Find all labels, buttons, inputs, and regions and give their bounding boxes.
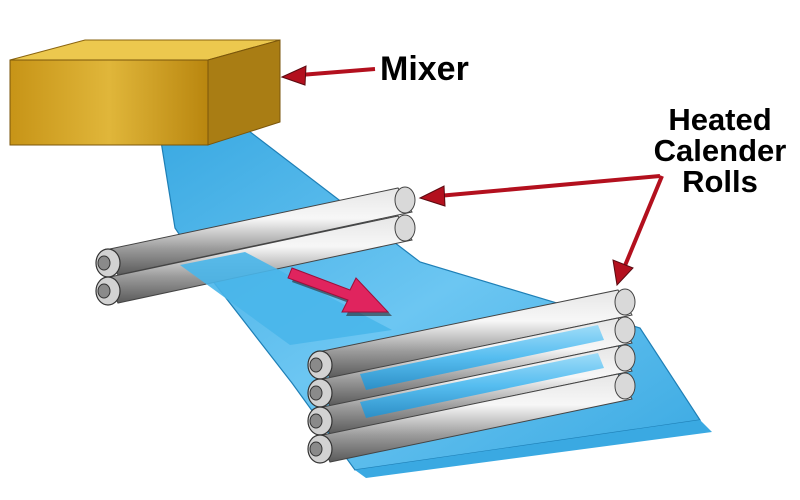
rolls-pointer-arrows xyxy=(418,174,664,287)
roll-top-2-end xyxy=(95,276,121,306)
roll-top-1-end xyxy=(95,248,121,278)
roll-bottom-3 xyxy=(317,344,636,435)
rolls-label-line-3: Rolls xyxy=(682,164,758,199)
rolls-label-line-2: Calender xyxy=(653,133,787,168)
mixer-label: Mixer xyxy=(380,50,469,88)
roll-bottom-1-end xyxy=(307,350,333,380)
upper-roll-pair xyxy=(95,186,416,345)
lower-roll-stack xyxy=(307,288,636,464)
calender-rolls-label: Heated Calender Rolls xyxy=(640,104,800,197)
rolls-label-line-1: Heated xyxy=(668,102,772,137)
roll-bottom-2-end xyxy=(307,378,333,408)
roll-bottom-2 xyxy=(317,316,636,407)
mixer-pointer-arrow xyxy=(280,65,376,86)
mixer-box xyxy=(9,39,281,146)
arrow-right-down-icon xyxy=(287,267,392,316)
roll-bottom-4-end xyxy=(307,434,333,464)
roll-bottom-3-end xyxy=(307,406,333,436)
